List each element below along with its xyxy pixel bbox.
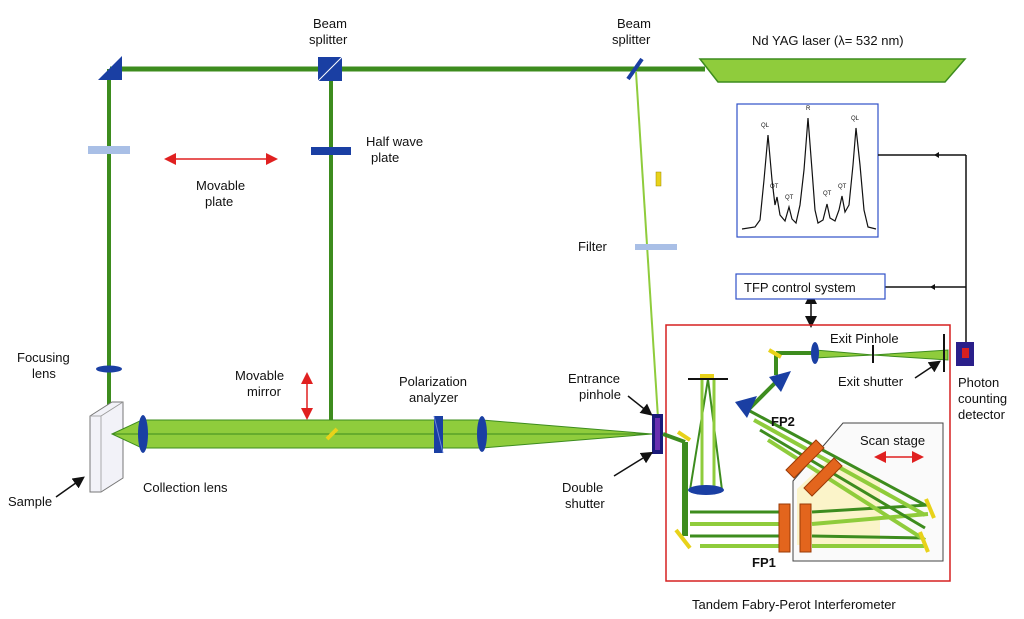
sample-block (89, 401, 124, 493)
tfp-exit-lens (811, 342, 819, 364)
beam-splitter-label-2a: Beam (617, 16, 651, 31)
photon-label-a: Photon (958, 375, 999, 390)
peak-ql-right: QL (851, 116, 860, 122)
focusing-lens-2 (477, 416, 487, 452)
exit-shutter-arrow (914, 360, 941, 379)
exit-pinhole-label: Exit Pinhole (830, 331, 899, 346)
double-shutter-label-b: shutter (565, 496, 605, 511)
entrance-label-a: Entrance (568, 371, 620, 386)
sample-arrow (55, 476, 85, 498)
beam-splitter-plate (626, 57, 644, 81)
peak-qt-3: QT (823, 191, 832, 197)
tfp-yellow-mirrors (674, 348, 936, 553)
fp2-plates (785, 439, 843, 497)
half-wave-plate-label-a: Half wave (366, 134, 423, 149)
beam-splitter-label-2b: splitter (612, 32, 651, 47)
laser-body (698, 58, 967, 83)
polarization-label-a: Polarization (399, 374, 467, 389)
tfp-control-label: TFP control system (744, 280, 856, 295)
focusing-lens-label-a: Focusing (17, 350, 70, 365)
tfp-prism-1 (735, 396, 757, 418)
collection-lens (138, 415, 148, 453)
focusing-lens (96, 365, 122, 373)
photon-label-c: detector (958, 407, 1006, 422)
spectrum-trace (741, 117, 877, 230)
movable-mirror-label-a: Movable (235, 368, 284, 383)
peak-qt-1: QT (770, 184, 779, 190)
exit-shutter-label: Exit shutter (838, 374, 904, 389)
tfp-prism-2 (769, 371, 791, 392)
peak-r: R (806, 106, 811, 112)
peak-ql-left: QL (761, 123, 770, 129)
double-shutter-arrow (613, 451, 654, 477)
top-left-mirror (98, 56, 122, 80)
movable-mirror-label-b: mirror (247, 384, 282, 399)
half-wave-plate (311, 147, 351, 155)
peak-qt-4: QT (838, 184, 847, 190)
tfp-lens (688, 485, 724, 495)
entrance-label-b: pinhole (579, 387, 621, 402)
movable-mirror (325, 427, 339, 441)
tfp-control-box (735, 273, 886, 300)
fp1-label: FP1 (752, 555, 776, 570)
photon-label-b: counting (958, 391, 1007, 406)
double-shutter-label-a: Double (562, 480, 603, 495)
peak-qt-2: QT (785, 195, 794, 201)
sample-label: Sample (8, 494, 52, 509)
tfp-box (665, 324, 951, 582)
fp2-label: FP2 (771, 414, 795, 429)
beam-splitter-label-1a: Beam (313, 16, 347, 31)
entrance-arrow (627, 395, 653, 416)
tfp-title: Tandem Fabry-Perot Interferometer (692, 597, 896, 612)
focusing-lens-label-b: lens (32, 366, 56, 381)
polarization-label-b: analyzer (409, 390, 459, 405)
laser-label: Nd YAG laser (λ= 532 nm) (752, 33, 904, 48)
fp1-plates (778, 503, 812, 553)
half-wave-plate-label-b: plate (371, 150, 399, 165)
beam-splitter-label-1b: splitter (309, 32, 348, 47)
reference-mirror (655, 171, 662, 187)
scan-stage-label: Scan stage (860, 433, 925, 448)
tfp-top-mirror (700, 374, 714, 378)
filter-label: Filter (578, 239, 608, 254)
movable-plate (88, 146, 130, 154)
movable-plate-label-b: plate (205, 194, 233, 209)
filter (635, 244, 677, 250)
movable-plate-label-a: Movable (196, 178, 245, 193)
collection-lens-label: Collection lens (143, 480, 228, 495)
